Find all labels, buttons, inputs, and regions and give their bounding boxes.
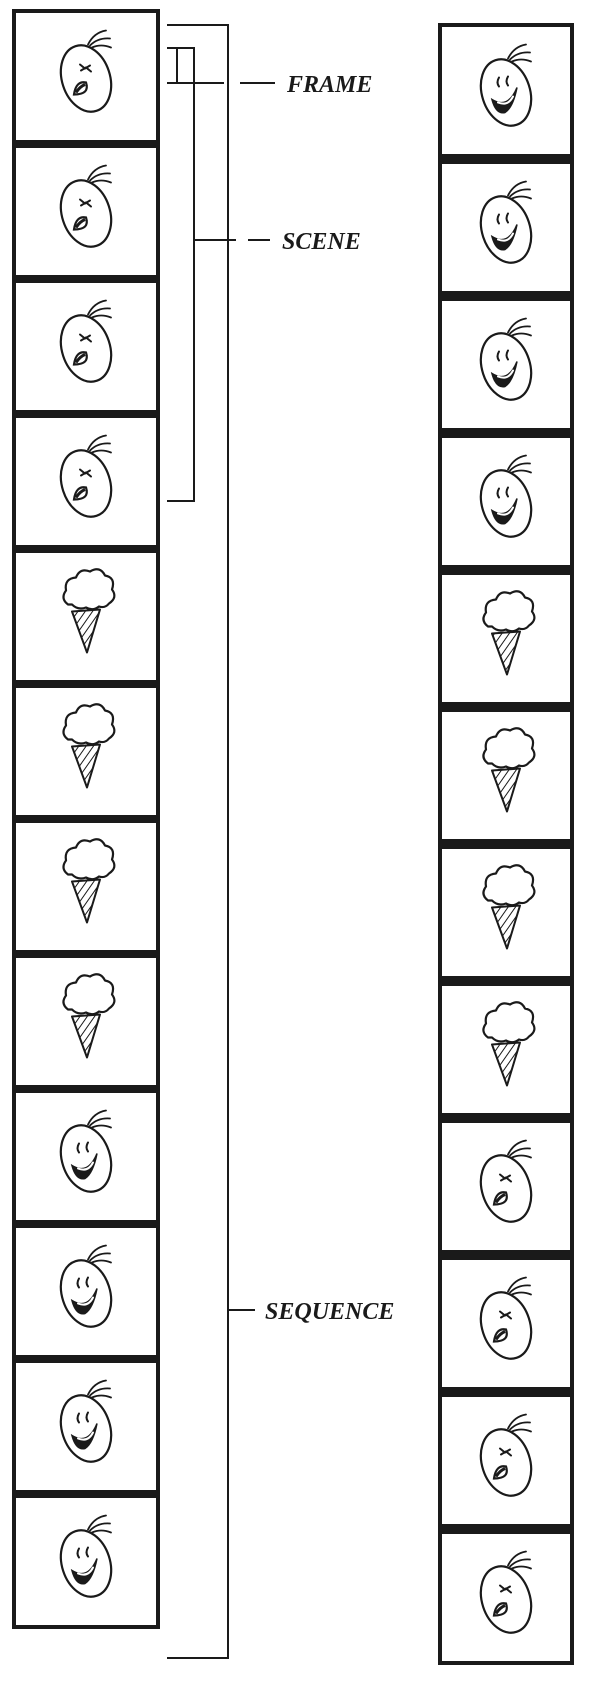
film-frame (442, 849, 570, 976)
film-frame (442, 301, 570, 428)
sequence-bracket (167, 25, 255, 1658)
frame-bracket (167, 48, 275, 83)
frame-panel (16, 418, 156, 545)
film-frame (16, 283, 156, 410)
film-frame (16, 1228, 156, 1355)
film-frame (16, 823, 156, 950)
film-frame (16, 1498, 156, 1625)
left-film-strip (12, 9, 160, 1629)
film-frame (442, 1397, 570, 1524)
frame-panel (442, 438, 570, 565)
frame-panel (442, 164, 570, 291)
frame-panel (442, 27, 570, 154)
film-frame (442, 1260, 570, 1387)
frame-panel (16, 1228, 156, 1355)
film-frame (16, 688, 156, 815)
frame-panel (16, 1498, 156, 1625)
film-frame (16, 148, 156, 275)
film-frame (16, 553, 156, 680)
scene-label: SCENE (282, 229, 361, 255)
film-frame (442, 986, 570, 1113)
frame-panel (442, 1534, 570, 1661)
film-frame (16, 1093, 156, 1220)
film-frame (442, 27, 570, 154)
frame-panel (16, 13, 156, 140)
frame-panel (16, 148, 156, 275)
frame-panel (16, 283, 156, 410)
frame-panel (16, 1093, 156, 1220)
sequence-label: SEQUENCE (265, 1299, 394, 1325)
film-frame (442, 1123, 570, 1250)
film-frame (442, 575, 570, 702)
frame-label: FRAME (286, 72, 372, 98)
right-film-strip (438, 23, 574, 1665)
film-frame (442, 438, 570, 565)
film-frame (442, 164, 570, 291)
film-frame (442, 1534, 570, 1661)
frame-panel (442, 1397, 570, 1524)
frame-panel (442, 1260, 570, 1387)
frame-panel (16, 1363, 156, 1490)
frame-panel (442, 1123, 570, 1250)
scene-bracket (167, 48, 270, 501)
film-frame (16, 418, 156, 545)
film-frame (16, 958, 156, 1085)
frame-panel (442, 301, 570, 428)
film-frame (16, 1363, 156, 1490)
film-frame (16, 13, 156, 140)
film-frame (442, 712, 570, 839)
